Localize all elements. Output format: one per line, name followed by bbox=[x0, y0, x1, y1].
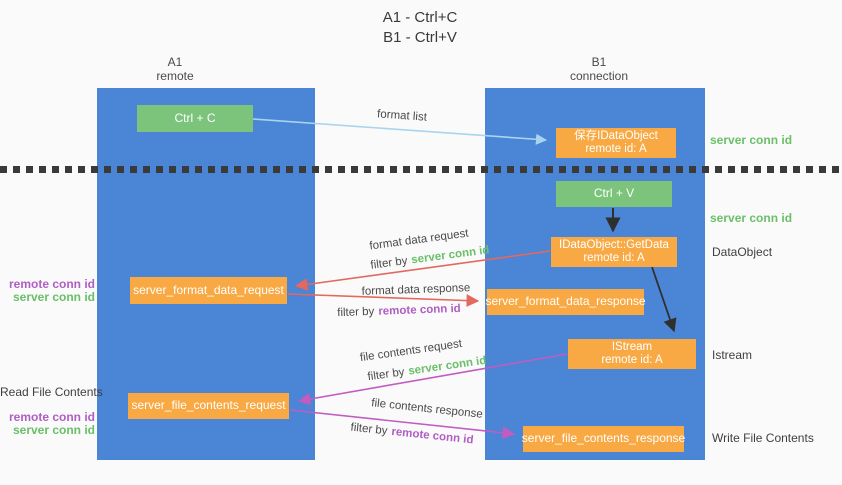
node-idataobject-getdata: IDataObject::GetData remote id: A bbox=[551, 237, 677, 267]
node-server-file-contents-request: server_file_contents_request bbox=[128, 393, 289, 419]
column-a1-subtitle: remote bbox=[156, 69, 194, 83]
node-file-response-label: server_file_contents_response bbox=[521, 431, 686, 446]
label-write-file-contents: Write File Contents bbox=[712, 431, 814, 445]
node-save-idataobject: 保存IDataObject remote id: A bbox=[556, 128, 676, 158]
node-istream: IStream remote id: A bbox=[568, 339, 696, 369]
node-server-file-contents-response: server_file_contents_response bbox=[521, 426, 686, 452]
label-remote-conn-id-file: remote conn id bbox=[8, 410, 95, 424]
filter-by-text: filter by bbox=[337, 305, 375, 320]
node-istream-line2: remote id: A bbox=[601, 354, 663, 366]
diagram-title: A1 - Ctrl+C B1 - Ctrl+V bbox=[300, 8, 540, 48]
node-ctrl-c-label: Ctrl + C bbox=[174, 110, 216, 125]
arrow-file-contents-response bbox=[289, 409, 516, 440]
label-server-conn-id-top: server conn id bbox=[710, 133, 793, 147]
label-read-file-contents-block: Read File Contents bbox=[0, 385, 103, 399]
arrow-file-contents-request bbox=[297, 353, 568, 406]
label-remote-conn-id-format: remote conn id bbox=[8, 277, 95, 291]
label-server-conn-id-format: server conn id bbox=[12, 289, 95, 304]
node-ctrl-v: Ctrl + V bbox=[556, 181, 672, 207]
arrow-format-data-request bbox=[294, 250, 551, 291]
title-line-1: A1 - Ctrl+C bbox=[382, 9, 458, 26]
node-save-idataobject-line1: 保存IDataObject bbox=[574, 129, 658, 142]
column-header-b1: B1 connection bbox=[519, 55, 679, 83]
node-format-request-label: server_format_data_request bbox=[133, 282, 284, 297]
node-ctrl-v-label: Ctrl + V bbox=[593, 186, 635, 201]
title-line-2: B1 - Ctrl+V bbox=[383, 29, 457, 46]
column-a1-name: A1 bbox=[167, 55, 183, 69]
label-istream: Istream bbox=[712, 348, 753, 362]
node-ctrl-c: Ctrl + C bbox=[137, 105, 253, 132]
arrow-getdata-to-istream bbox=[651, 266, 677, 333]
node-file-request-label: server_file_contents_request bbox=[131, 398, 286, 413]
arrow-format-data-response bbox=[287, 293, 480, 307]
label-block-format-conn-ids: remote conn id server conn id bbox=[0, 278, 95, 303]
node-server-format-data-response: server_format_data_response bbox=[485, 289, 646, 315]
label-dataobject: DataObject bbox=[712, 245, 773, 259]
column-header-a1: A1 remote bbox=[95, 55, 255, 83]
node-save-idataobject-line2: remote id: A bbox=[585, 143, 647, 155]
label-server-conn-id-file: server conn id bbox=[12, 422, 95, 437]
label-read-file-contents: Read File Contents bbox=[0, 385, 103, 399]
clipboard-boundary-dotted-line bbox=[0, 166, 842, 173]
arrow-format-list bbox=[252, 118, 548, 145]
node-format-response-label: server_format_data_response bbox=[485, 294, 646, 309]
column-b1-subtitle: connection bbox=[569, 69, 629, 83]
column-b1-name: B1 bbox=[591, 55, 607, 69]
node-getdata-line1: IDataObject::GetData bbox=[559, 238, 669, 251]
node-istream-line1: IStream bbox=[611, 340, 653, 353]
label-server-conn-id-mid: server conn id bbox=[710, 211, 793, 225]
node-server-format-data-request: server_format_data_request bbox=[130, 277, 287, 304]
label-block-file-conn-ids: remote conn id server conn id bbox=[0, 411, 95, 436]
node-getdata-line2: remote id: A bbox=[583, 252, 645, 264]
